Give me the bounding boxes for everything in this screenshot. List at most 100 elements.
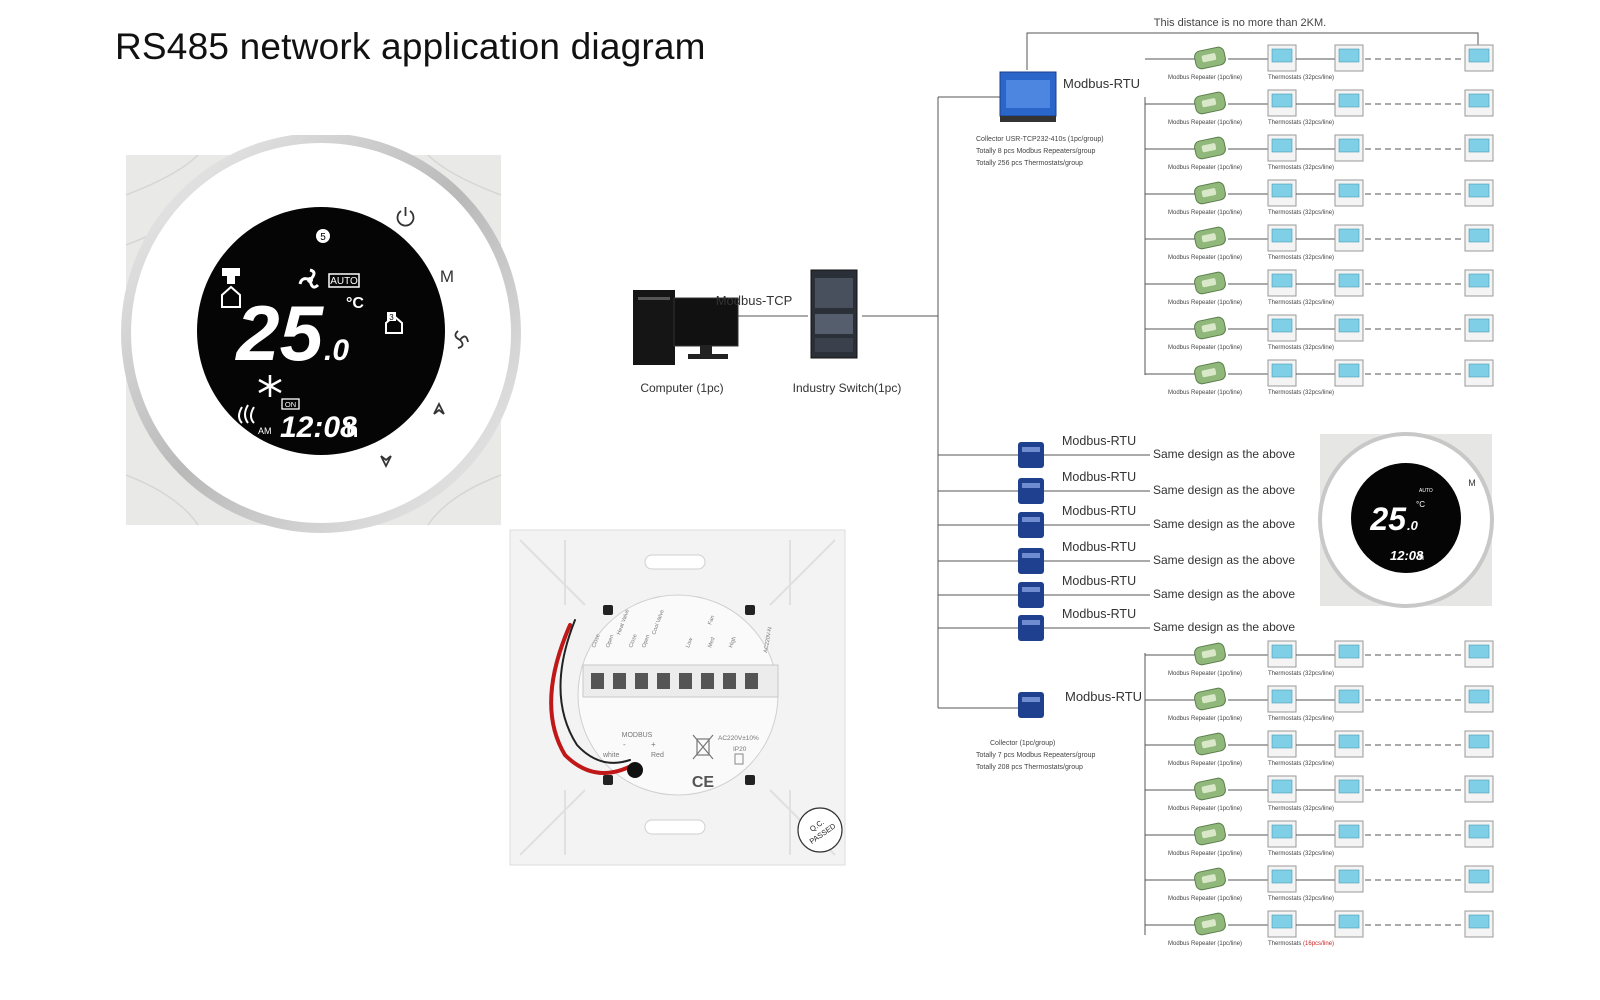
thermostat-caption: Thermostats (32pcs/line) xyxy=(1268,761,1334,767)
thermostat-icon xyxy=(1334,224,1364,252)
thermostat-icon xyxy=(1267,179,1297,207)
thermostat-icon xyxy=(1464,359,1494,387)
mode-button[interactable]: M xyxy=(440,267,454,286)
distance-note: This distance is no more than 2KM. xyxy=(1154,17,1326,29)
thermostat-icon xyxy=(1267,640,1297,668)
repeater-row: Modbus Repeater (1pc/line)Thermostats (3… xyxy=(1145,359,1494,396)
thermostat-icon xyxy=(1267,865,1297,893)
on-badge: ON xyxy=(285,400,296,409)
modbus-repeater-icon xyxy=(1194,687,1226,711)
repeater-row: Modbus Repeater (1pc/line)Thermostats (3… xyxy=(1145,134,1494,171)
temperature-value: 25 xyxy=(234,289,324,377)
thermostat-icon xyxy=(1267,820,1297,848)
repeater-row: Modbus Repeater (1pc/line) Thermostats (3… xyxy=(1145,730,1494,767)
thermostat-icon xyxy=(1464,89,1494,117)
small-temperature-value: 25 xyxy=(1369,501,1407,537)
industry-switch-icon xyxy=(810,269,858,359)
terminal-label-5: Open xyxy=(641,634,651,649)
down-arrow-icon[interactable] xyxy=(380,455,392,469)
thermostat-caption: Thermostats (32pcs/line) xyxy=(1268,345,1334,351)
thermostat-icon xyxy=(1267,224,1297,252)
rtu-label: Modbus-RTU xyxy=(1062,504,1136,518)
thermostat-icon xyxy=(1334,640,1364,668)
repeater-row: Modbus Repeater (1pc/line)Thermostats (3… xyxy=(1145,820,1494,857)
thermostat-icon xyxy=(1334,685,1364,713)
thermostat-icon xyxy=(1334,730,1364,758)
modbus-repeater-icon xyxy=(1194,822,1226,846)
modbus-repeater-icon xyxy=(1194,46,1226,70)
modbus-repeater-icon xyxy=(1194,316,1226,340)
modbus-repeater-icon xyxy=(1194,136,1226,160)
repeater-row: Modbus Repeater (1pc/line)Thermostats (3… xyxy=(1145,89,1494,126)
black-wire xyxy=(559,619,631,764)
wire-red-label: Red xyxy=(651,752,664,759)
thermostat-icon xyxy=(1464,685,1494,713)
voltage-label: AC220V±10% xyxy=(718,735,759,742)
repeater-row: Modbus Repeater (1pc/line) Thermostats (3… xyxy=(1145,314,1494,351)
collector-1-caption-3: Totally 256 pcs Thermostats/group xyxy=(976,160,1083,167)
terminal-label-11: AC220V-N xyxy=(763,627,773,654)
modbus-repeater-icon xyxy=(1194,361,1226,385)
wire-plus: + xyxy=(651,740,656,749)
thermostat-icon xyxy=(1267,685,1297,713)
small-temperature-decimal: .0 xyxy=(1407,518,1419,533)
fan-button-icon[interactable] xyxy=(454,330,469,349)
modbus-repeater-icon xyxy=(1194,642,1226,666)
repeater-row: Modbus Repeater (1pc/line)Thermostats (3… xyxy=(1145,224,1494,261)
modbus-repeater-icon xyxy=(1194,732,1226,756)
repeater-row: Modbus Repeater (1pc/line)Thermostats (3… xyxy=(1145,269,1494,306)
repeater-row: Modbus Repeater (1pc/line)Thermostats (3… xyxy=(1145,685,1494,722)
am-label: AM xyxy=(258,426,272,436)
thermostat-caption: Thermostats (32pcs/line) xyxy=(1268,120,1334,126)
collector-1-caption-1: Collector USR-TCP232-410s (1pc/group) xyxy=(976,136,1104,143)
thermostat-icon xyxy=(1334,134,1364,162)
thermostat-icon xyxy=(1464,640,1494,668)
computer-icon xyxy=(633,290,739,365)
modbus-repeater-icon xyxy=(1194,271,1226,295)
auto-badge: AUTO xyxy=(330,276,358,287)
repeater-caption: Modbus Repeater (1pc/line) xyxy=(1168,255,1242,261)
terminal-label-1: Close xyxy=(591,633,601,648)
thermostat-icon xyxy=(1464,865,1494,893)
up-arrow-icon[interactable] xyxy=(433,401,445,415)
thermostat-back-photo: Close Open Heat Valve Close Open Cool Va… xyxy=(509,529,846,866)
power-icon[interactable] xyxy=(396,210,415,227)
repeater-row: Modbus Repeater (1pc/line)Thermostats (3… xyxy=(1145,775,1494,812)
thermostat-icon xyxy=(1464,910,1494,938)
repeater-caption: Modbus Repeater (1pc/line) xyxy=(1168,75,1242,81)
thermostat-icon xyxy=(1334,820,1364,848)
repeater-row: Modbus Repeater (1pc/line)Thermostats (3… xyxy=(1145,640,1494,677)
thermostat-caption: Thermostats (32pcs/line) xyxy=(1268,716,1334,722)
collector-1-caption-2: Totally 8 pcs Modbus Repeaters/group xyxy=(976,148,1096,155)
thermostat-icon xyxy=(1267,269,1297,297)
collector-2-icon xyxy=(1018,692,1044,718)
same-design-label: Same design as the above xyxy=(1153,587,1295,601)
temperature-unit: °C xyxy=(346,295,364,312)
modbus-label: MODBUS xyxy=(622,732,653,739)
repeater-caption: Modbus Repeater (1pc/line) xyxy=(1168,851,1242,857)
modbus-repeater-icon xyxy=(1194,867,1226,891)
rtu-label: Modbus-RTU xyxy=(1062,434,1136,448)
switch-label: Industry Switch(1pc) xyxy=(793,381,902,395)
thermostat-icon xyxy=(1464,224,1494,252)
wire-connector xyxy=(627,762,643,778)
thermostat-icon xyxy=(1334,89,1364,117)
repeater-caption: Modbus Repeater (1pc/line) xyxy=(1168,345,1242,351)
same-design-label: Same design as the above xyxy=(1153,553,1295,567)
thermostat-icon xyxy=(1464,314,1494,342)
collector-icon xyxy=(1018,512,1044,538)
modbus-repeater-icon xyxy=(1194,912,1226,936)
modbus-tcp-label: Modbus-TCP xyxy=(716,293,793,308)
same-design-label: Same design as the above xyxy=(1153,447,1295,461)
thermostat-caption: Thermostats (32pcs/line) xyxy=(1268,210,1334,216)
wire-white-label: white xyxy=(602,752,619,759)
thermostat-small-photo: 25 .0 °C 12:08 h AUTO M xyxy=(1318,432,1494,608)
thermostat-icon xyxy=(1464,820,1494,848)
modbus-repeater-icon xyxy=(1194,777,1226,801)
thermostat-icon xyxy=(1334,865,1364,893)
thermostat-icon xyxy=(1267,775,1297,803)
repeater-caption: Modbus Repeater (1pc/line) xyxy=(1168,761,1242,767)
small-auto-badge: AUTO xyxy=(1419,488,1433,494)
